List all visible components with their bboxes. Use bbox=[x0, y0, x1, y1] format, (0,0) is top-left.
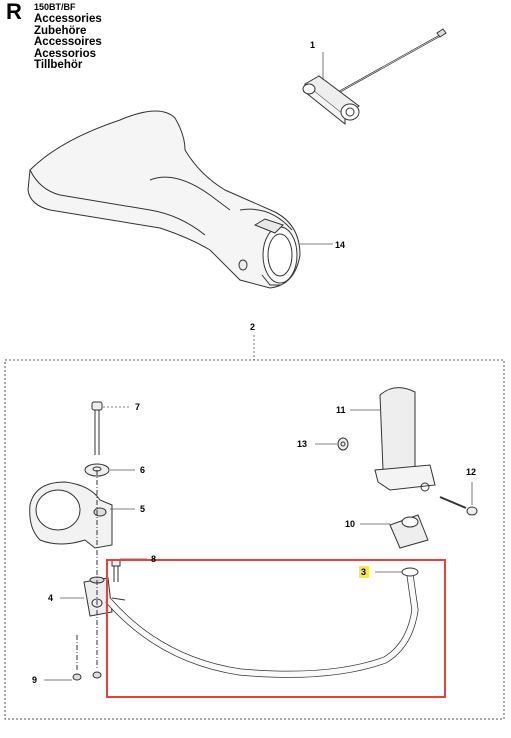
part-8-screw bbox=[111, 559, 121, 582]
callout-8: 8 bbox=[151, 554, 156, 564]
callout-6: 6 bbox=[140, 465, 145, 475]
part-11-grip bbox=[374, 387, 436, 492]
title-sv: Tillbehör bbox=[34, 59, 83, 72]
callout-10: 10 bbox=[345, 519, 355, 529]
title-es: Acessorios bbox=[34, 47, 97, 60]
highlight-label-marker bbox=[359, 566, 369, 578]
callout-3: 3 bbox=[361, 567, 366, 577]
callout-11: 11 bbox=[336, 405, 346, 415]
title-en: Accessories bbox=[34, 13, 102, 25]
callout-13: 13 bbox=[297, 439, 307, 449]
section-letter: R bbox=[6, 0, 22, 24]
callout-14: 14 bbox=[335, 240, 345, 250]
part-13-nut bbox=[337, 437, 349, 451]
part-9-nut bbox=[72, 671, 102, 681]
part-1-wrench bbox=[302, 28, 447, 126]
callout-2: 2 bbox=[250, 322, 255, 332]
callout-4: 4 bbox=[48, 593, 53, 603]
callout-1: 1 bbox=[310, 40, 315, 50]
part-5-clamp bbox=[29, 481, 113, 549]
part-14-nozzle bbox=[27, 110, 301, 289]
part-7-bolt bbox=[91, 401, 103, 455]
part-4-lower-clamp bbox=[83, 576, 126, 617]
callout-5: 5 bbox=[140, 504, 145, 514]
callout-12: 12 bbox=[466, 467, 476, 477]
callout-9: 9 bbox=[32, 675, 37, 685]
part-12-screw bbox=[439, 496, 478, 516]
title-de: Zubehöre bbox=[34, 24, 87, 37]
part-10-clamp bbox=[389, 514, 429, 549]
highlight-box bbox=[106, 559, 446, 698]
model-label: 150BT/BF bbox=[34, 2, 76, 12]
part-3-loop-handle bbox=[105, 567, 419, 678]
title-fr: Accessoires bbox=[34, 36, 102, 49]
callout-7: 7 bbox=[135, 402, 140, 412]
title-block: Accessories Zubehöre Accessoires Acessor… bbox=[34, 13, 102, 72]
